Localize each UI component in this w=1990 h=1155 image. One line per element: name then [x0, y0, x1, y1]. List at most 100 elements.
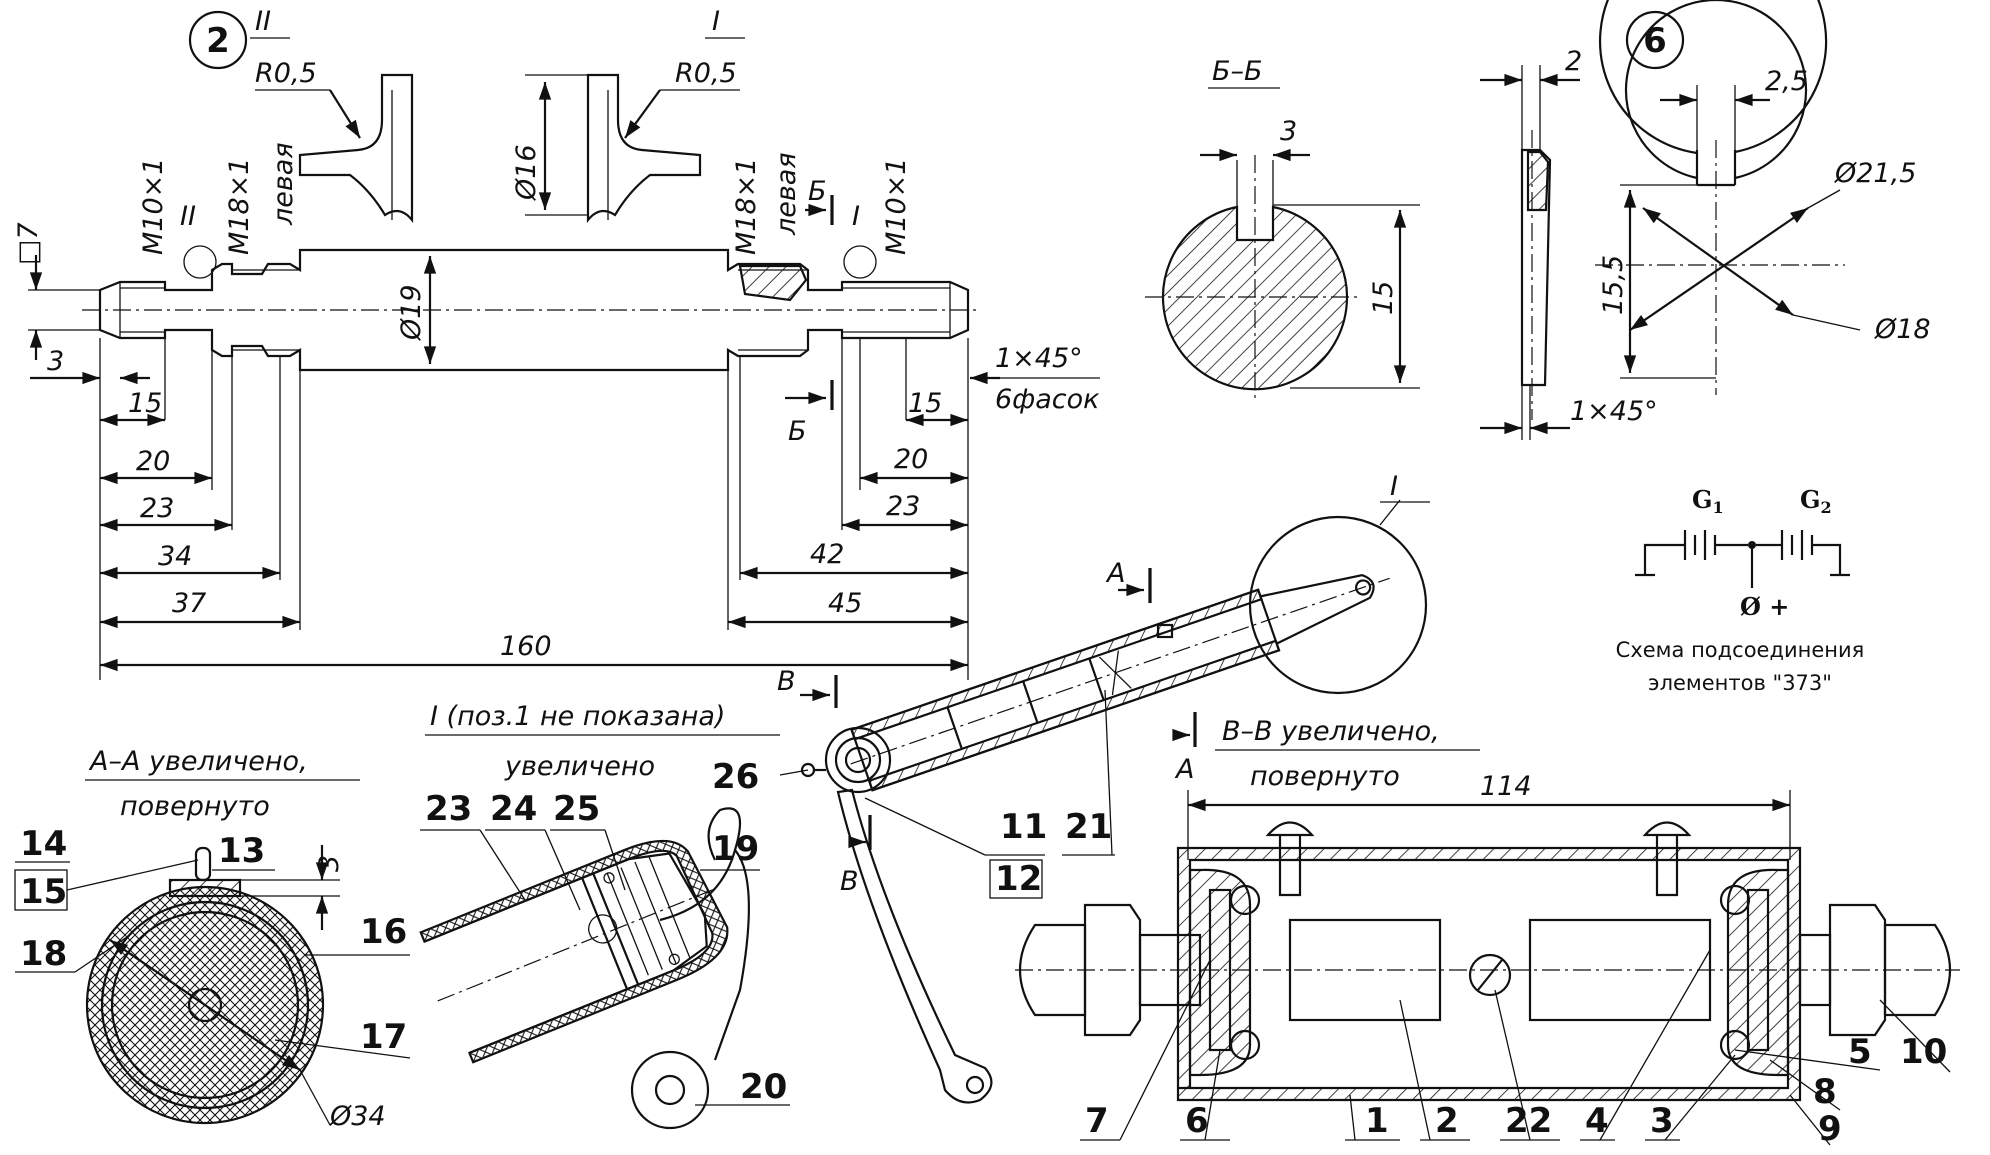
- detail-I-title: I: [712, 6, 720, 37]
- hub-inner: [844, 746, 872, 774]
- view-number-circle: [1625, 10, 1685, 70]
- ring-outer: [1598, 0, 1828, 155]
- ring-view: 6 2 1×45° 2,5 Ø21,5 Ø18: [1480, 0, 1931, 440]
- lever-detail-label: I: [1390, 471, 1398, 502]
- position-5: 5: [1848, 1032, 1872, 1072]
- detail-I-enlarged-title-1: I (поз.1 не показана): [430, 701, 725, 732]
- terminal-label: Ø +: [1740, 592, 1789, 621]
- position-15: 15: [20, 872, 67, 912]
- leader-21: [1104, 689, 1113, 856]
- leader-1: [1349, 1094, 1356, 1141]
- lever-end-hole: [965, 1075, 985, 1095]
- cut-label-b-top: Б: [808, 176, 827, 207]
- left-hex-nut: [1083, 903, 1142, 1037]
- right-cell: [1528, 918, 1712, 1022]
- dim-label-23-left: 23: [140, 493, 174, 524]
- schematic-caption-line-2: элементов "373": [1648, 671, 1832, 695]
- radius-leader: [624, 89, 661, 139]
- leader: [1807, 189, 1841, 209]
- ring-inner: [1624, 0, 1808, 180]
- left-ball-top: [1229, 884, 1261, 916]
- position-3: 3: [1650, 1101, 1674, 1141]
- ground-left: [1635, 543, 1685, 577]
- leader-7: [1119, 959, 1211, 1141]
- lower-lever: [836, 788, 993, 1104]
- schematic-caption-line-1: Схема подсоединения: [1616, 638, 1865, 662]
- position-4: 4: [1585, 1101, 1609, 1141]
- section-bb: Б–Б 3 15: [1145, 56, 1420, 400]
- battery-schematic: G1 G2 Ø + Схема подсоединения элементов …: [1616, 485, 1865, 695]
- dim-label-23-right: 23: [886, 491, 920, 522]
- position-25: 25: [553, 789, 600, 829]
- button-stub: [1156, 623, 1174, 639]
- dim-label-160: 160: [500, 631, 552, 662]
- detail-I-enlarged: I (поз.1 не показана) увеличено 23 24 25…: [419, 701, 790, 1130]
- local-section: [738, 264, 808, 302]
- cut-label-b-bottom: Б: [788, 416, 807, 447]
- position-12: 12: [995, 859, 1042, 899]
- dim-label-ring-gap: 2,5: [1765, 66, 1808, 97]
- section-bb-body: [1161, 205, 1349, 391]
- leader-18: [74, 934, 131, 973]
- dim-label-vv-length: 114: [1480, 771, 1532, 802]
- leader-6: [1204, 1049, 1221, 1141]
- section-aa: А–А увеличено, повернуто Ø34 3 14 15 13 …: [14, 746, 411, 1132]
- detail-II-marker: II: [180, 201, 196, 232]
- detail-I-profile: [586, 73, 702, 224]
- hub-outer: [824, 726, 892, 794]
- left-cap-nut: [1019, 923, 1087, 1017]
- dim-label-20-left: 20: [136, 446, 170, 477]
- leader: [1792, 314, 1861, 331]
- lever-tip-hole: [1355, 579, 1372, 596]
- dim-label-ring-outer: Ø21,5: [1834, 158, 1916, 189]
- tube-axis: [850, 577, 1390, 765]
- lever-tip: [1260, 573, 1375, 645]
- position-1: 1: [1365, 1101, 1389, 1141]
- position-13: 13: [218, 831, 265, 871]
- left-end-plate: [1188, 868, 1252, 1077]
- right-disc: [1746, 888, 1770, 1052]
- ring-side-hatch: [1526, 150, 1550, 212]
- detail-II-title: II: [255, 6, 271, 37]
- view-number-circle: [188, 10, 248, 70]
- leader: [1379, 499, 1401, 526]
- leader-22: [1494, 989, 1531, 1141]
- dim-label-42-right: 42: [810, 539, 844, 570]
- right-ball-bottom: [1719, 1029, 1751, 1061]
- detail-I-marker: I: [852, 201, 860, 232]
- right-cap-nut: [1883, 923, 1951, 1017]
- contact-circle: [588, 914, 618, 944]
- cut-label-a-bottom: А: [1174, 754, 1194, 785]
- leader-14-15: [66, 859, 199, 891]
- center-screw-section: [1468, 953, 1512, 997]
- section-aa-title-2: повернуто: [120, 791, 270, 822]
- cell-g1: [1683, 530, 1748, 560]
- button-holder: [168, 878, 242, 898]
- leader-25: [604, 829, 626, 891]
- lever-assembly: I А А В В 26 11 12 21: [712, 471, 1430, 1104]
- position-16: 16: [360, 912, 407, 952]
- dim-label-aa-slot: 3: [314, 855, 345, 872]
- coil-end: [603, 872, 615, 884]
- leader-5: [1734, 1049, 1881, 1071]
- wire: [713, 849, 750, 1061]
- section-aa-title-1: А–А увеличено,: [88, 746, 308, 777]
- thread-hand-right: левая: [771, 152, 802, 236]
- leader-11-12: [864, 797, 986, 856]
- leader-10: [1879, 999, 1951, 1073]
- dim-label-d16: Ø16: [511, 144, 542, 201]
- dim-label-d19: Ø19: [396, 284, 427, 341]
- cut-label-v-top: В: [777, 666, 796, 697]
- dim-label-bb-slot: 3: [1280, 116, 1297, 147]
- leader-8: [1769, 1059, 1841, 1111]
- thread-label-m10-right: M10×1: [881, 158, 912, 255]
- position-21: 21: [1065, 807, 1112, 847]
- dim-ring-outer: [1629, 207, 1809, 331]
- leader-2: [1399, 999, 1431, 1141]
- ring-side-profile: [1520, 148, 1552, 387]
- chamfer-count-label: 6фасок: [995, 384, 1100, 415]
- radius-leader: [329, 89, 361, 139]
- detail-views: II R0,5 I R0,5 Ø16: [250, 6, 745, 224]
- position-14: 14: [20, 824, 67, 864]
- dim-label-ring-inner: Ø18: [1874, 314, 1931, 345]
